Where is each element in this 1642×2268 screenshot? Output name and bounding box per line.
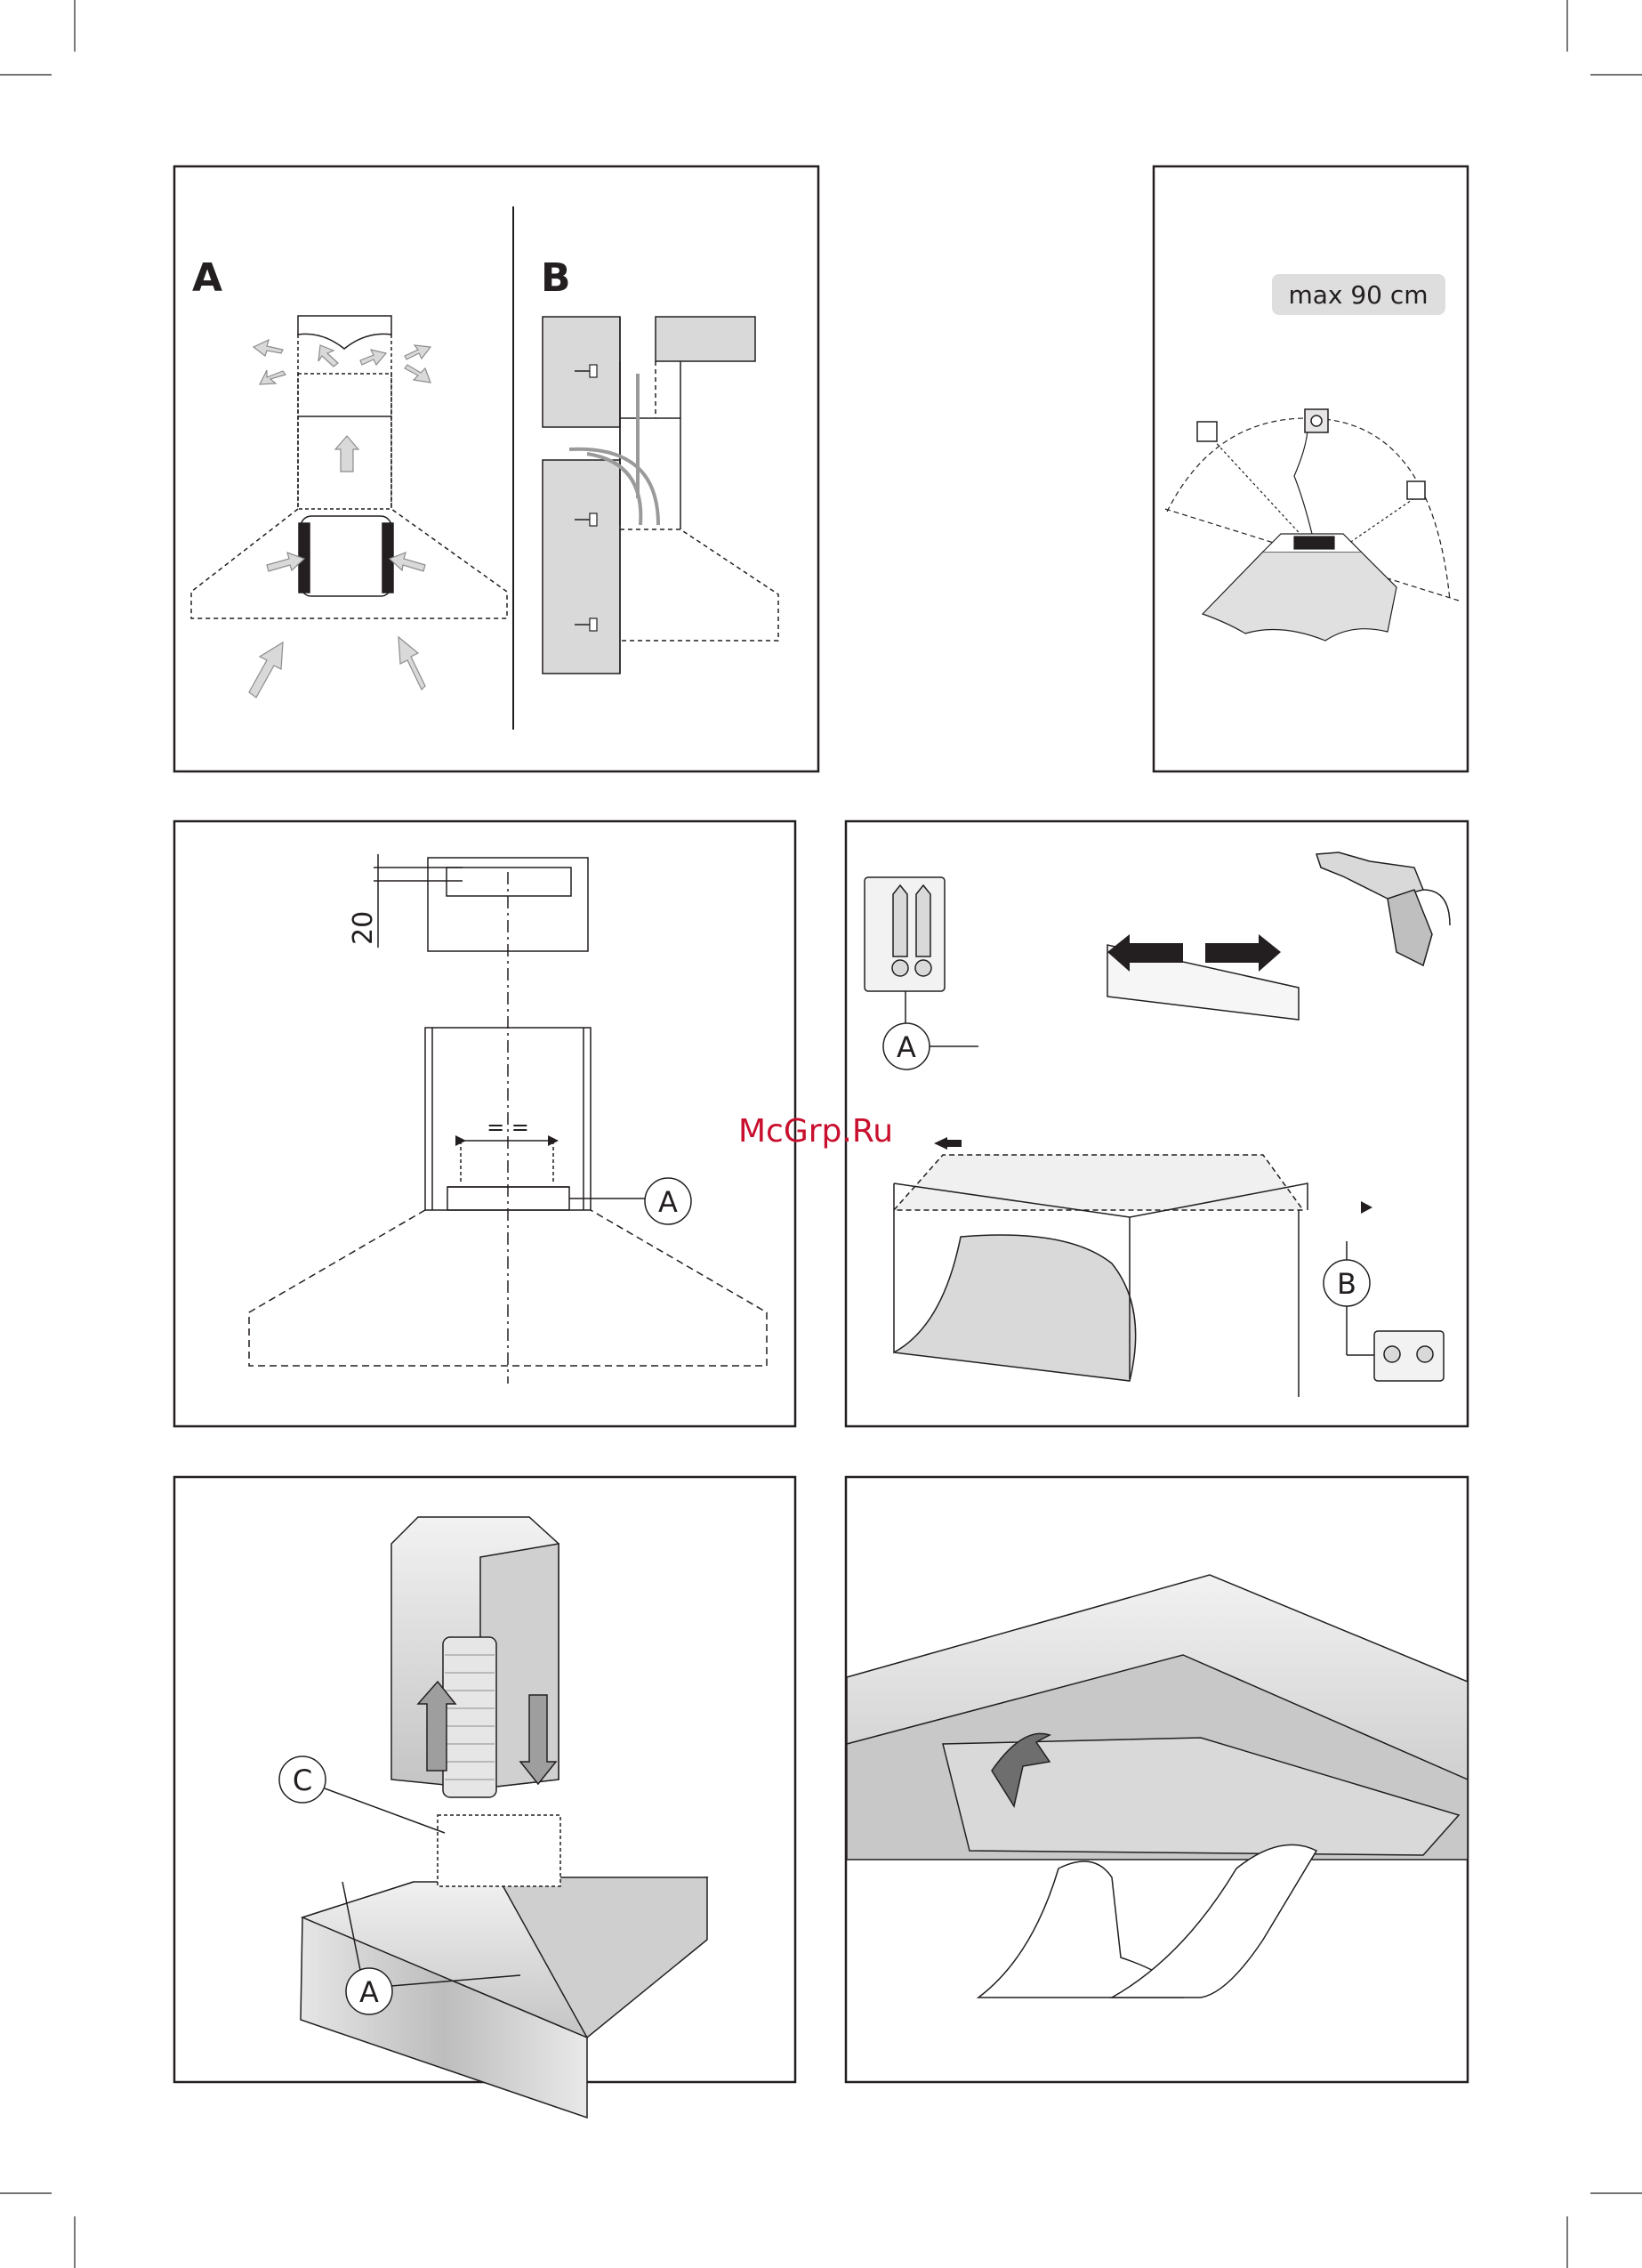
drill-icon [1316, 852, 1450, 965]
callout-a: A [359, 1975, 379, 2009]
exhaust-hood-diagram [543, 317, 778, 674]
callout-c: C [293, 1764, 312, 1797]
dimension-20: 20 [348, 911, 379, 945]
panel-bracket-fixing: A B [846, 821, 1468, 1426]
panel-chimney-install: C A [174, 1477, 795, 2118]
panel-power-socket: max 90 cm [1154, 166, 1468, 771]
max-distance-label: max 90 cm [1288, 280, 1428, 310]
label-b: B [541, 255, 571, 301]
panel-extraction-modes: A B [174, 166, 818, 771]
panel-chimney-mounting: 20 = = A [174, 821, 795, 1426]
equal-spacing-marks: = = [487, 1115, 529, 1140]
panel-filter-removal [846, 1477, 1468, 2082]
callout-a: A [658, 1185, 678, 1219]
callout-a: A [897, 1030, 916, 1064]
watermark: McGrp.Ru [738, 1113, 893, 1150]
label-a: A [192, 255, 222, 301]
outlet-icons [1197, 409, 1425, 499]
callout-b: B [1337, 1267, 1356, 1301]
